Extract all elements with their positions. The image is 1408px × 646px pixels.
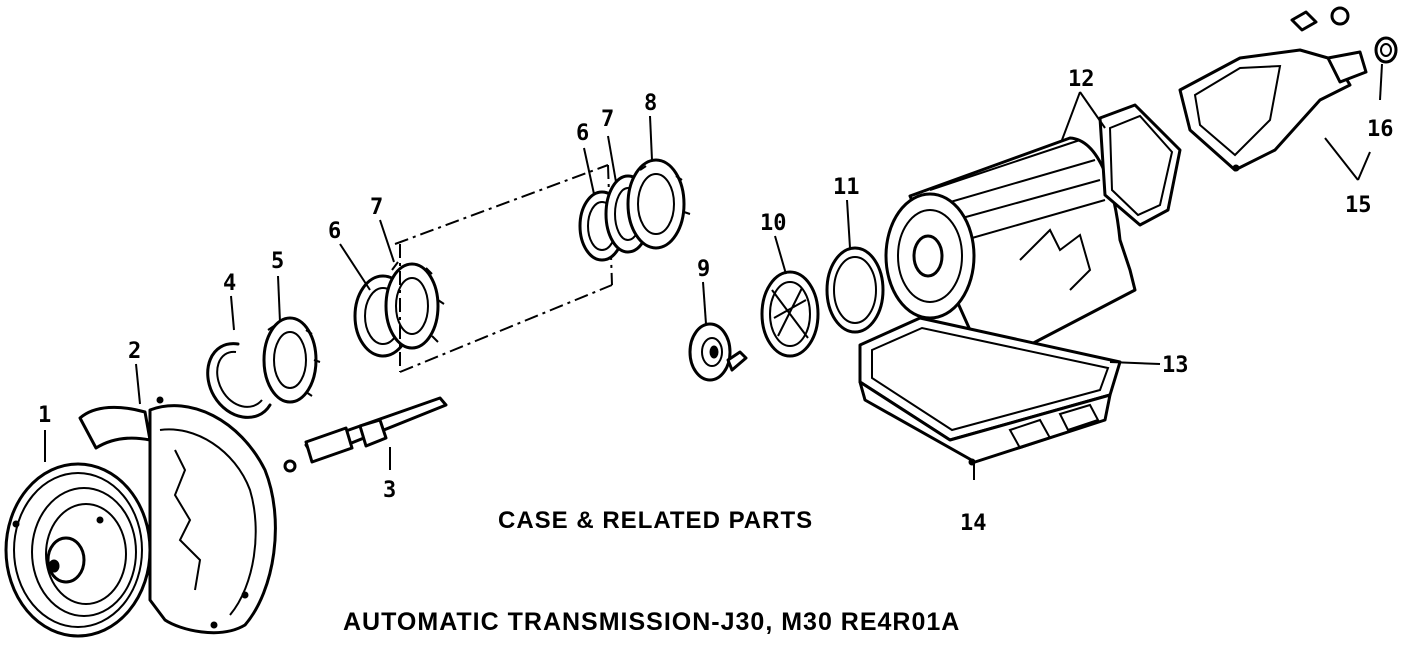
callout-15: 15 xyxy=(1345,193,1372,218)
callout-6b: 6 xyxy=(576,121,589,146)
snap-ring xyxy=(206,342,272,419)
callout-2: 2 xyxy=(128,339,141,364)
callout-1: 1 xyxy=(38,403,51,428)
callout-numbers: 1 2 3 4 5 6 7 6 7 8 9 10 11 12 13 14 15 … xyxy=(38,67,1394,536)
converter-housing xyxy=(78,396,277,635)
seal-ring-11 xyxy=(825,246,885,334)
clutch-plate-5 xyxy=(262,316,321,404)
callout-10: 10 xyxy=(760,211,787,236)
callout-11: 11 xyxy=(833,175,860,200)
bearing-9 xyxy=(688,322,748,382)
callout-14: 14 xyxy=(960,511,987,536)
callout-7a: 7 xyxy=(370,195,383,220)
extension-housing xyxy=(1178,6,1368,172)
rear-seal xyxy=(1374,36,1398,64)
callout-7b: 7 xyxy=(601,107,614,132)
callout-3: 3 xyxy=(383,478,396,503)
leader-lines xyxy=(44,63,1383,480)
callout-12: 12 xyxy=(1068,67,1095,92)
callout-8: 8 xyxy=(644,91,657,116)
transmission-case xyxy=(884,103,1182,352)
callout-16: 16 xyxy=(1367,117,1394,142)
clutch-pack-right xyxy=(578,158,691,262)
callout-13: 13 xyxy=(1162,353,1189,378)
torque-converter xyxy=(4,462,152,638)
oil-pan xyxy=(858,316,1122,466)
input-shaft xyxy=(283,396,448,473)
diagram-subtitle: CASE & RELATED PARTS xyxy=(498,507,813,534)
diagram-title: AUTOMATIC TRANSMISSION-J30, M30 RE4R01A xyxy=(343,608,960,636)
callout-4: 4 xyxy=(223,271,236,296)
callout-5: 5 xyxy=(271,249,284,274)
oil-pump-10 xyxy=(760,270,820,358)
callout-9: 9 xyxy=(697,257,710,282)
callout-6a: 6 xyxy=(328,219,341,244)
